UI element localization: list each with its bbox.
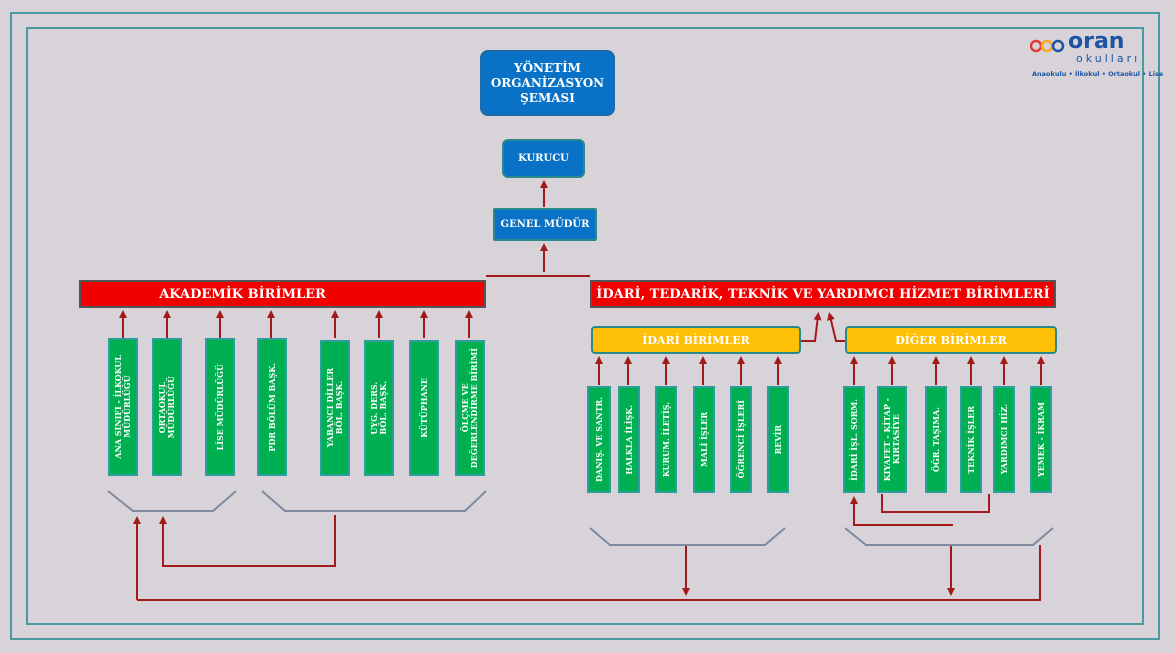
akademik-header: AKADEMİK BİRİMLER (79, 280, 486, 308)
unit-box: YEMEK - İKRAM (1030, 386, 1052, 493)
idari-birimler-header: İDARİ BİRİMLER (591, 326, 801, 354)
unit-box: ÖĞRENCİ İŞLERİ (730, 386, 752, 493)
logo-brand: oran (1068, 29, 1125, 54)
unit-label: KÜTÜPHANE (418, 378, 429, 438)
unit-label: UYG. DERS. BÖL. BAŞK. (369, 381, 388, 435)
unit-box: ORTAOKUL MÜDÜRLÜĞÜ (152, 338, 182, 476)
genel-mudur-box: GENEL MÜDÜR (493, 208, 597, 241)
unit-label: ÖĞRENCİ İŞLERİ (735, 400, 746, 479)
unit-label: ÖĞR. TAŞIMA. (930, 406, 941, 473)
diger-birimler-header: DİĞER BİRİMLER (845, 326, 1057, 354)
unit-box: YABANCI DİLLER BÖL. BAŞK. (320, 340, 350, 476)
unit-label: YEMEK - İKRAM (1035, 401, 1046, 477)
idari-top-header: İDARİ, TEDARİK, TEKNİK VE YARDIMCI HİZME… (590, 280, 1056, 308)
unit-label: ANA SINIFI - İLKOKUL MÜDÜRLÜĞÜ (113, 355, 132, 459)
bracket-akademik-left (107, 490, 237, 512)
unit-box: YARDIMCI HİZ. (993, 386, 1015, 493)
unit-label: ORTAOKUL MÜDÜRLÜĞÜ (157, 375, 176, 439)
unit-label: İDARİ İŞL. SORM. (848, 398, 859, 481)
unit-label: HALKLA İLİŞK. (623, 404, 634, 475)
unit-box: UYG. DERS. BÖL. BAŞK. (364, 340, 394, 476)
unit-box: ÖLÇME VE DEĞERLENDİRME BİRİMİ (455, 340, 485, 476)
unit-label: REVİR (772, 424, 783, 455)
unit-box: HALKLA İLİŞK. (618, 386, 640, 493)
unit-box: KIYAFET - KİTAP - KIRTASİYE (877, 386, 907, 493)
unit-label: MALİ İŞLER (698, 411, 709, 468)
logo-rings-icon (1030, 39, 1065, 53)
unit-box: TEKNİK İŞLER (960, 386, 982, 493)
unit-label: DANIŞ. VE SANTR. (593, 396, 604, 483)
unit-label: LİSE MÜDÜRLÜĞÜ (214, 363, 225, 451)
unit-box: PDR BÖLÜM BAŞK. (257, 338, 287, 476)
unit-label: YABANCI DİLLER BÖL. BAŞK. (325, 368, 344, 448)
unit-box: DANIŞ. VE SANTR. (587, 386, 611, 493)
title-line-3: ŞEMASI (520, 90, 575, 105)
unit-box: ÖĞR. TAŞIMA. (925, 386, 947, 493)
chart-title-box: YÖNETİM ORGANİZASYON ŞEMASI (480, 50, 615, 116)
unit-label: PDR BÖLÜM BAŞK. (266, 362, 277, 452)
unit-box: ANA SINIFI - İLKOKUL MÜDÜRLÜĞÜ (108, 338, 138, 476)
bracket-akademik-right (261, 490, 487, 512)
unit-box: İDARİ İŞL. SORM. (843, 386, 865, 493)
unit-label: YARDIMCI HİZ. (998, 404, 1009, 475)
logo-sub: okulları (1076, 52, 1141, 65)
oran-logo: oran okulları Anaokulu • İlkokul • Ortao… (1030, 29, 1163, 83)
outer-frame (10, 12, 1160, 640)
unit-label: KIYAFET - KİTAP - KIRTASİYE (882, 397, 901, 482)
title-line-1: YÖNETİM (514, 60, 581, 75)
inner-frame (26, 27, 1144, 625)
bracket-idari (589, 527, 786, 546)
unit-box: KÜTÜPHANE (409, 340, 439, 476)
unit-box: KURUM. İLETİŞ. (655, 386, 677, 493)
unit-label: TEKNİK İŞLER (965, 405, 976, 474)
unit-box: LİSE MÜDÜRLÜĞÜ (205, 338, 235, 476)
bracket-diger (844, 527, 1054, 546)
unit-label: ÖLÇME VE DEĞERLENDİRME BİRİMİ (460, 347, 479, 469)
kurucu-box: KURUCU (502, 139, 585, 178)
unit-box: REVİR (767, 386, 789, 493)
unit-box: MALİ İŞLER (693, 386, 715, 493)
logo-tagline: Anaokulu • İlkokul • Ortaokul • Lise (1032, 70, 1164, 78)
unit-label: KURUM. İLETİŞ. (660, 401, 671, 478)
title-line-2: ORGANİZASYON (490, 75, 605, 90)
